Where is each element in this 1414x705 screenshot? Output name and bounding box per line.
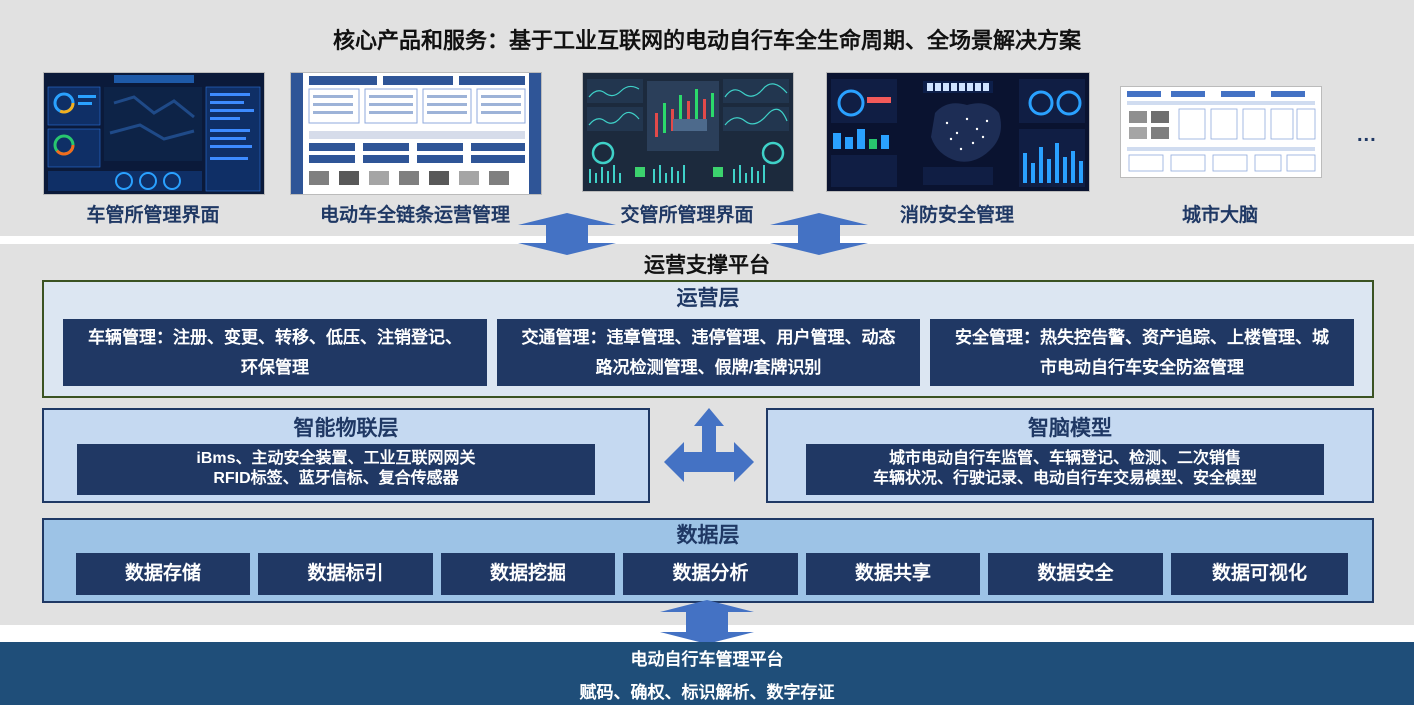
- ops-box-line: 安全管理：热失控告警、资产追踪、上楼管理、城: [955, 328, 1329, 347]
- page-title: 核心产品和服务：基于工业互联网的电动自行车全生命周期、全场景解决方案: [332, 28, 1081, 53]
- double-arrow-vertical-icon: [518, 213, 616, 255]
- dashboard-screenshot-icon: [583, 73, 793, 191]
- data-box-visualization: 数据可视化: [1171, 553, 1348, 595]
- operations-layer-title: 运营层: [676, 287, 740, 310]
- flowchart-screenshot-icon: [291, 73, 541, 194]
- product-label-traffic-admin: 交管所管理界面: [620, 205, 754, 226]
- data-box-security: 数据安全: [988, 553, 1163, 595]
- iot-layer-title: 智能物联层: [293, 417, 399, 440]
- data-box-mining: 数据挖掘: [441, 553, 615, 595]
- more-products-ellipsis: ...: [1357, 124, 1377, 146]
- thumbnail-fire-safety: [826, 72, 1090, 192]
- ops-box-safety-management: 安全管理：热失控告警、资产追踪、上楼管理、城 市电动自行车安全防盗管理: [930, 319, 1354, 386]
- brain-box-line: 车辆状况、行驶记录、电动自行车交易模型、安全模型: [872, 470, 1257, 487]
- dashboard-screenshot-icon: [44, 73, 264, 194]
- thumbnail-city-brain: [1120, 86, 1322, 178]
- double-arrow-vertical-icon: [660, 600, 754, 644]
- ops-box-line: 车辆管理：注册、变更、转移、低压、注销登记、: [88, 328, 462, 347]
- brain-model-box: 城市电动自行车监管、车辆登记、检测、二次销售 车辆状况、行驶记录、电动自行车交易…: [806, 444, 1324, 495]
- three-way-arrow-icon: [664, 408, 754, 482]
- data-box-analysis: 数据分析: [623, 553, 798, 595]
- thumbnail-vehicle-admin: [43, 72, 265, 195]
- product-label-city-brain: 城市大脑: [1181, 205, 1258, 226]
- platform-title: 运营支撑平台: [644, 254, 770, 277]
- management-platform-subtitle: 赋码、确权、标识解析、数字存证: [579, 683, 835, 702]
- product-label-chain-ops: 电动车全链条运营管理: [319, 205, 510, 226]
- product-label-vehicle-admin: 车管所管理界面: [86, 205, 220, 226]
- flowchart-screenshot-icon: [1121, 87, 1321, 177]
- thumbnail-chain-ops: [290, 72, 542, 195]
- management-platform-title: 电动自行车管理平台: [630, 650, 784, 669]
- thumbnail-traffic-admin: [582, 72, 794, 192]
- data-box-sharing: 数据共享: [806, 553, 980, 595]
- data-box-indexing: 数据标引: [258, 553, 433, 595]
- ops-box-vehicle-management: 车辆管理：注册、变更、转移、低压、注销登记、 环保管理: [63, 319, 487, 386]
- ops-box-line: 环保管理: [241, 358, 309, 377]
- iot-box-line: iBms、主动安全装置、工业互联网网关: [196, 450, 476, 467]
- data-box-storage: 数据存储: [76, 553, 250, 595]
- map-dashboard-screenshot-icon: [827, 73, 1089, 191]
- iot-box-line: RFID标签、蓝牙信标、复合传感器: [213, 470, 459, 487]
- product-label-fire-safety: 消防安全管理: [899, 205, 1014, 226]
- ops-box-traffic-management: 交通管理：违章管理、违停管理、用户管理、动态 路况检测管理、假牌/套牌识别: [497, 319, 920, 386]
- data-layer-title: 数据层: [676, 524, 740, 547]
- brain-model-layer-title: 智脑模型: [1028, 417, 1112, 440]
- double-arrow-vertical-icon: [770, 213, 868, 255]
- management-platform-band: [0, 642, 1414, 705]
- ops-box-line: 交通管理：违章管理、违停管理、用户管理、动态: [521, 328, 896, 347]
- iot-box: iBms、主动安全装置、工业互联网网关 RFID标签、蓝牙信标、复合传感器: [77, 444, 595, 495]
- brain-box-line: 城市电动自行车监管、车辆登记、检测、二次销售: [888, 450, 1241, 467]
- ops-box-line: 市电动自行车安全防盗管理: [1040, 358, 1244, 377]
- ops-box-line: 路况检测管理、假牌/套牌识别: [595, 358, 822, 377]
